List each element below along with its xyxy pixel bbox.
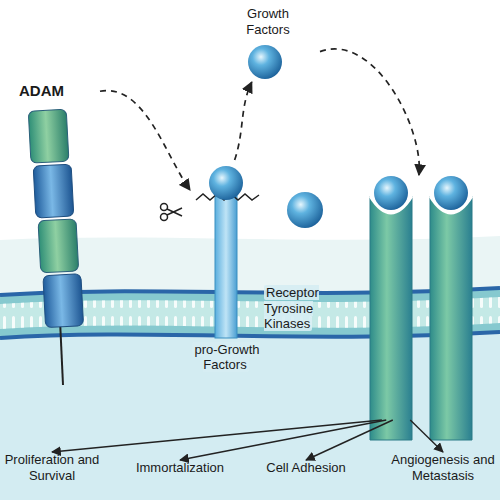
growth-factor: Growth Factors <box>215 6 320 82</box>
receptor-tyrosine-kinase: Receptor Tyrosine Kinases <box>262 175 480 420</box>
signal-arrow <box>410 420 443 452</box>
outcome-label: Cell Adhesion <box>256 460 356 479</box>
release-arrow <box>235 82 252 160</box>
adam-protein: ADAM <box>15 82 100 390</box>
outcome-label: Angiogenesis and Metastasis <box>390 452 496 487</box>
node-label: ADAM <box>19 82 64 100</box>
node-label: Receptor Tyrosine Kinases <box>264 285 360 332</box>
signal-arrow <box>180 420 386 460</box>
outcome-label: Proliferation and Survival <box>3 452 101 487</box>
signal-arrow <box>306 420 393 460</box>
binding-arrow <box>320 49 419 175</box>
node-label: Cell Adhesion <box>256 460 356 476</box>
node-label: Proliferation and Survival <box>3 452 101 483</box>
node-label: Growth Factors <box>232 6 304 37</box>
pro-growth-factor: pro-Growth Factors <box>190 160 262 375</box>
node-label: Immortalization <box>126 460 234 476</box>
cleavage-arrow <box>100 91 190 190</box>
node-label: Angiogenesis and Metastasis <box>390 452 496 483</box>
outcome-label: Immortalization <box>126 460 234 479</box>
node-label: pro-Growth Factors <box>184 342 268 373</box>
